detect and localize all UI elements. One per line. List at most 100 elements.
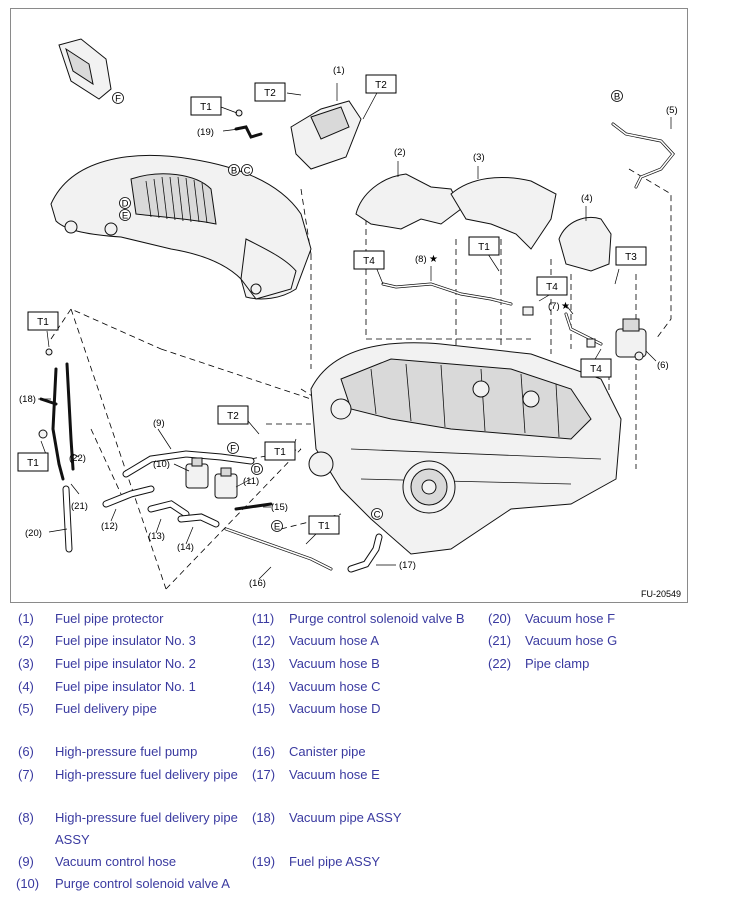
- legend-item-number: (4): [18, 679, 34, 694]
- label-5: (5): [666, 105, 678, 116]
- label-16: (16): [249, 578, 266, 589]
- svg-text:C: C: [374, 510, 381, 521]
- label-11: (11): [243, 476, 259, 487]
- legend-item-number: (9): [18, 854, 34, 869]
- label-2: (2): [394, 147, 406, 158]
- legend-item-number: (22): [488, 656, 512, 671]
- purge-solenoid-valves: [185, 457, 238, 499]
- label-7: (7): [548, 301, 560, 312]
- legend-item-text: Fuel pipe ASSY: [289, 854, 381, 869]
- callout-t2-valve: T2: [217, 405, 249, 425]
- legend-item-text: Vacuum hose B: [289, 656, 380, 671]
- callout-t4-pump: T4: [580, 358, 612, 378]
- legend-item-text: Vacuum pipe ASSY: [289, 810, 402, 825]
- legend-item-number: (16): [252, 744, 276, 759]
- svg-text:T4: T4: [363, 256, 375, 267]
- letter-b-top: B: [228, 164, 240, 177]
- legend-item-text: High-pressure fuel pump: [55, 744, 198, 759]
- callout-t3-pump: T3: [615, 246, 647, 266]
- legend-item-number: (11): [252, 611, 275, 626]
- svg-text:T1: T1: [200, 102, 212, 113]
- callout-t1-canister: T1: [308, 515, 340, 535]
- svg-text:T1: T1: [37, 317, 49, 328]
- vacuum-hoses: [102, 485, 383, 573]
- letter-e-manifold: E: [119, 209, 131, 222]
- high-pressure-pipes: [381, 282, 603, 348]
- legend-item-text: Vacuum hose A: [289, 633, 380, 648]
- diagram-svg: T1 T2 T2 T4 T1 T4 T3 T4: [17, 38, 678, 590]
- label-1: (1): [333, 65, 345, 76]
- legend-item-number: (21): [488, 633, 512, 648]
- label-22: (22): [69, 453, 86, 464]
- legend-item-text: Fuel pipe insulator No. 3: [55, 633, 196, 648]
- svg-text:D: D: [122, 199, 129, 210]
- letter-c-hose: C: [371, 508, 383, 521]
- legend-item-number: (7): [18, 767, 34, 782]
- label-14: (14): [177, 542, 194, 553]
- legend-item-text: High-pressure fuel delivery pipe: [55, 767, 238, 782]
- letter-f-top: F: [112, 92, 124, 105]
- leader-lines: [38, 83, 672, 580]
- fuel-pipe-insulators: [355, 173, 557, 250]
- letter-e-hose: E: [271, 520, 283, 533]
- label-18: (18): [19, 394, 36, 405]
- letter-b-pipe: B: [611, 90, 623, 103]
- letter-d-valve: D: [251, 463, 263, 476]
- legend-item-number: (3): [18, 656, 34, 671]
- fuel-pipe-protector: [290, 100, 362, 170]
- legend-item-text: Purge control solenoid valve A: [55, 876, 230, 891]
- intake-manifold: [50, 154, 312, 300]
- legend-item-number: (13): [252, 656, 276, 671]
- label-3: (3): [473, 152, 485, 163]
- svg-text:T4: T4: [546, 282, 558, 293]
- legend-item-text: Vacuum hose G: [525, 633, 618, 648]
- svg-text:T1: T1: [274, 447, 286, 458]
- callout-t1-pipe: T1: [468, 236, 500, 256]
- label-20: (20): [25, 528, 42, 539]
- callout-t4-pipe-right: T4: [536, 276, 568, 296]
- part-number-labels: (1) (2) (3) (4) (5) (6) (7) (8) (9) (10)…: [19, 65, 678, 589]
- svg-text:B: B: [231, 166, 237, 177]
- legend-item-number: (17): [252, 767, 276, 782]
- legend-item-number: (12): [252, 633, 276, 648]
- callout-t1-vacuum-top: T1: [27, 311, 59, 331]
- legend-item-text: Vacuum hose F: [525, 611, 616, 626]
- legend-item-text: Fuel pipe insulator No. 2: [55, 656, 196, 671]
- svg-text:E: E: [274, 522, 280, 533]
- label-4: (4): [581, 193, 593, 204]
- legend-item-text: Purge control solenoid valve B: [289, 611, 465, 626]
- figure-id: FU-20549: [640, 589, 681, 599]
- torque-callouts: T1 T2 T2 T4 T1 T4 T3 T4: [17, 74, 647, 535]
- letter-f-valve: F: [227, 442, 239, 455]
- legend-item-number: (6): [18, 744, 34, 759]
- svg-text:F: F: [230, 444, 236, 455]
- label-9: (9): [153, 418, 165, 429]
- letter-c-top: C: [241, 164, 253, 177]
- legend-item-number: (20): [488, 611, 512, 626]
- throttle-component: [58, 38, 112, 100]
- label-10: (10): [153, 459, 170, 470]
- svg-text:T2: T2: [227, 411, 239, 422]
- label-21: (21): [71, 501, 88, 512]
- letter-markers: F B C D E B F D E C: [112, 90, 623, 533]
- parts-legend: (1)Fuel pipe protector(2)Fuel pipe insul…: [0, 608, 749, 908]
- fuel-delivery-pipe: [611, 122, 675, 189]
- high-pressure-fuel-pump: [615, 318, 647, 361]
- svg-text:T2: T2: [375, 80, 387, 91]
- exploded-diagram: T1 T2 T2 T4 T1 T4 T3 T4: [10, 8, 688, 603]
- label-13: (13): [148, 531, 165, 542]
- fuel-pipe-insulator-1: [558, 216, 612, 272]
- svg-text:T3: T3: [625, 252, 637, 263]
- label-12: (12): [101, 521, 118, 532]
- legend-item-number: (14): [252, 679, 276, 694]
- vacuum-pipe-assy: [38, 348, 75, 553]
- legend-item-text: Vacuum hose C: [289, 679, 381, 694]
- star-marks: ★ ★: [429, 254, 570, 312]
- svg-text:F: F: [115, 94, 121, 105]
- svg-text:B: B: [614, 92, 620, 103]
- legend-item-text: Fuel delivery pipe: [55, 701, 157, 716]
- callout-t1-19: T1: [190, 96, 222, 116]
- callout-t4-pipe-left: T4: [353, 250, 385, 270]
- legend-item-text: High-pressure fuel delivery pipe ASSY: [55, 810, 238, 847]
- legend-item-text: Vacuum hose E: [289, 767, 380, 782]
